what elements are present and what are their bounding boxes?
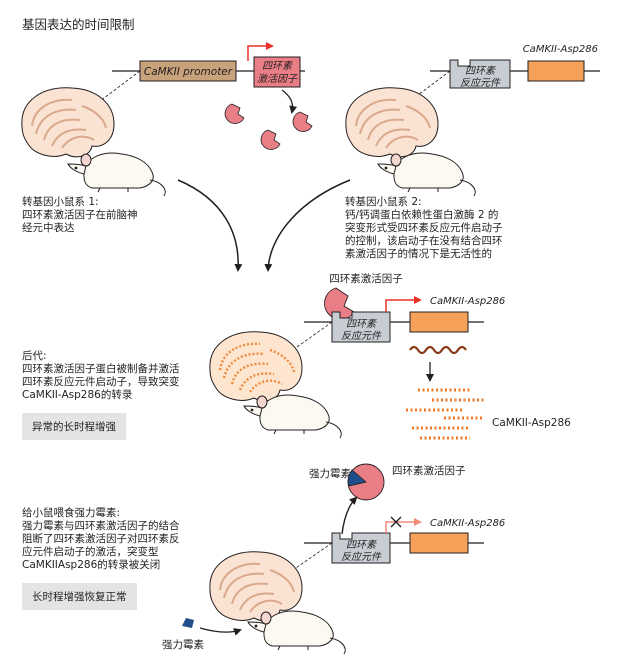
mouse2-caption-line: 突变形式受四环素反应元件启动子 [345, 222, 503, 234]
offspring-caption-line: 四环素反应元件启动子，导致突变 [22, 376, 180, 388]
cross-arrow-right-icon [264, 179, 351, 272]
mouse1-construct: CaMKII promoter 四环素 激活因子 [20, 42, 313, 197]
doxy-caption-line: 阻断了四环素激活因子对四环素反 [22, 533, 180, 545]
doxy-construct: 强力霉素 四环素激活因子 四环素 反应元件 CaMKII-Asp286 强力霉素 [162, 463, 505, 655]
mouse2-caption-line: 素激活因子的情况下是无活性的 [345, 248, 492, 260]
dox-molecule-icon [347, 469, 367, 487]
mouse2-caption-line: 的控制，该启动子在没有结合四环 [345, 235, 503, 247]
mouse-icon [67, 152, 166, 197]
release-arrow-icon [341, 496, 358, 535]
gene-label: CaMKII-Asp286 [523, 44, 598, 55]
mouse2-caption: 转基因小鼠系 2: 钙/钙调蛋白依赖性蛋白激酶 2 的 突变形式受四环素反应元件… [345, 196, 503, 261]
offspring-caption-line: CaMKII-Asp286的转录 [22, 389, 133, 401]
tre-box-label-2: 反应元件 [341, 330, 382, 342]
mouse-icon [247, 610, 346, 655]
offspring-caption: 后代: 四环素激活因子蛋白被制备并激活 四环素反应元件启动子，导致突变 CaMK… [22, 350, 180, 402]
tta-box-label-1: 四环素 [262, 60, 293, 72]
brain-icon [20, 86, 115, 158]
expression-arrow-icon [281, 89, 298, 114]
brain-icon [208, 330, 304, 403]
gene-box [409, 311, 469, 333]
cross-arrow-left-icon [177, 179, 243, 272]
ltp-abnormal-label: 异常的长时程增强 [22, 413, 126, 440]
offspring-caption-title: 后代: [22, 350, 47, 362]
activator-protein-icon [260, 129, 281, 150]
tta-box [253, 56, 301, 88]
mouse-icon [377, 152, 476, 197]
activator-protein-icon [292, 111, 313, 132]
promoter-label: CaMKII promoter [144, 66, 233, 78]
mouse2-construct: CaMKII-Asp286 四环素 反应元件 [344, 44, 600, 197]
dox-pill-icon [182, 618, 194, 628]
gene-label: CaMKII-Asp286 [430, 518, 505, 529]
mouse1-caption-line: 经元中表达 [22, 222, 75, 234]
tre-box-label-1: 四环素 [346, 318, 377, 330]
protein-label: CaMKII-Asp286 [492, 417, 571, 429]
tre-box [331, 311, 391, 343]
block-x-icon [390, 516, 402, 528]
activator-label: 四环素激活因子 [392, 464, 466, 477]
dox-label: 强力霉素 [309, 467, 351, 480]
gene-box [409, 532, 469, 554]
tre-box [449, 59, 511, 89]
activator-label: 四环素激活因子 [329, 272, 403, 285]
doxy-caption-line: 强力霉素与四环素激活因子的结合 [22, 520, 180, 532]
dox-bottom-label: 强力霉素 [162, 638, 204, 651]
offspring-caption-line: 四环素激活因子蛋白被制备并激活 [22, 363, 180, 375]
doxy-caption-title: 给小鼠喂食强力霉素: [22, 507, 121, 519]
mouse2-caption-line: 钙/钙调蛋白依赖性蛋白激酶 2 的 [345, 209, 499, 221]
ltp-normal-label: 长时程增强恢复正常 [22, 583, 137, 610]
mrna-icon [409, 345, 467, 355]
tre-box [331, 532, 391, 564]
mouse1-caption-title: 转基因小鼠系 1: [22, 196, 99, 208]
tta-box-label-2: 激活因子 [257, 73, 298, 85]
mouse-icon [243, 394, 342, 439]
tre-box-label-1: 四环素 [465, 65, 496, 77]
activator-protein-icon [224, 103, 245, 124]
brain-icon [208, 550, 303, 622]
gene-box [527, 60, 585, 82]
transcription-arrow-icon [247, 42, 274, 61]
figure-title: 基因表达的时间限制 [22, 17, 135, 32]
transcription-arrow-icon [385, 296, 422, 312]
blocked-transcription-arrow-icon [385, 518, 422, 533]
tre-box-label-1: 四环素 [346, 539, 377, 551]
feed-arrow-icon [199, 627, 242, 636]
doxy-caption-line: 应元件启动子的激活，突变型 [22, 546, 159, 558]
tre-box-label-2: 反应元件 [460, 77, 501, 89]
tre-box-label-2: 反应元件 [341, 551, 382, 563]
doxy-caption-line: CaMKIIAsp286的转录被关闭 [22, 559, 161, 571]
mouse2-caption-title: 转基因小鼠系 2: [345, 196, 422, 208]
brain-icon [344, 86, 439, 158]
gene-label: CaMKII-Asp286 [430, 296, 505, 307]
offspring-construct: 四环素激活因子 四环素 反应元件 CaMKII-Asp286 CaMKII-As… [208, 272, 571, 440]
mutant-protein-icon [406, 388, 484, 440]
mouse1-caption: 转基因小鼠系 1: 四环素激活因子在前脑神 经元中表达 [22, 196, 138, 235]
mouse1-caption-line: 四环素激活因子在前脑神 [22, 209, 138, 221]
doxy-caption: 给小鼠喂食强力霉素: 强力霉素与四环素激活因子的结合 阻断了四环素激活因子对四环… [22, 507, 180, 572]
